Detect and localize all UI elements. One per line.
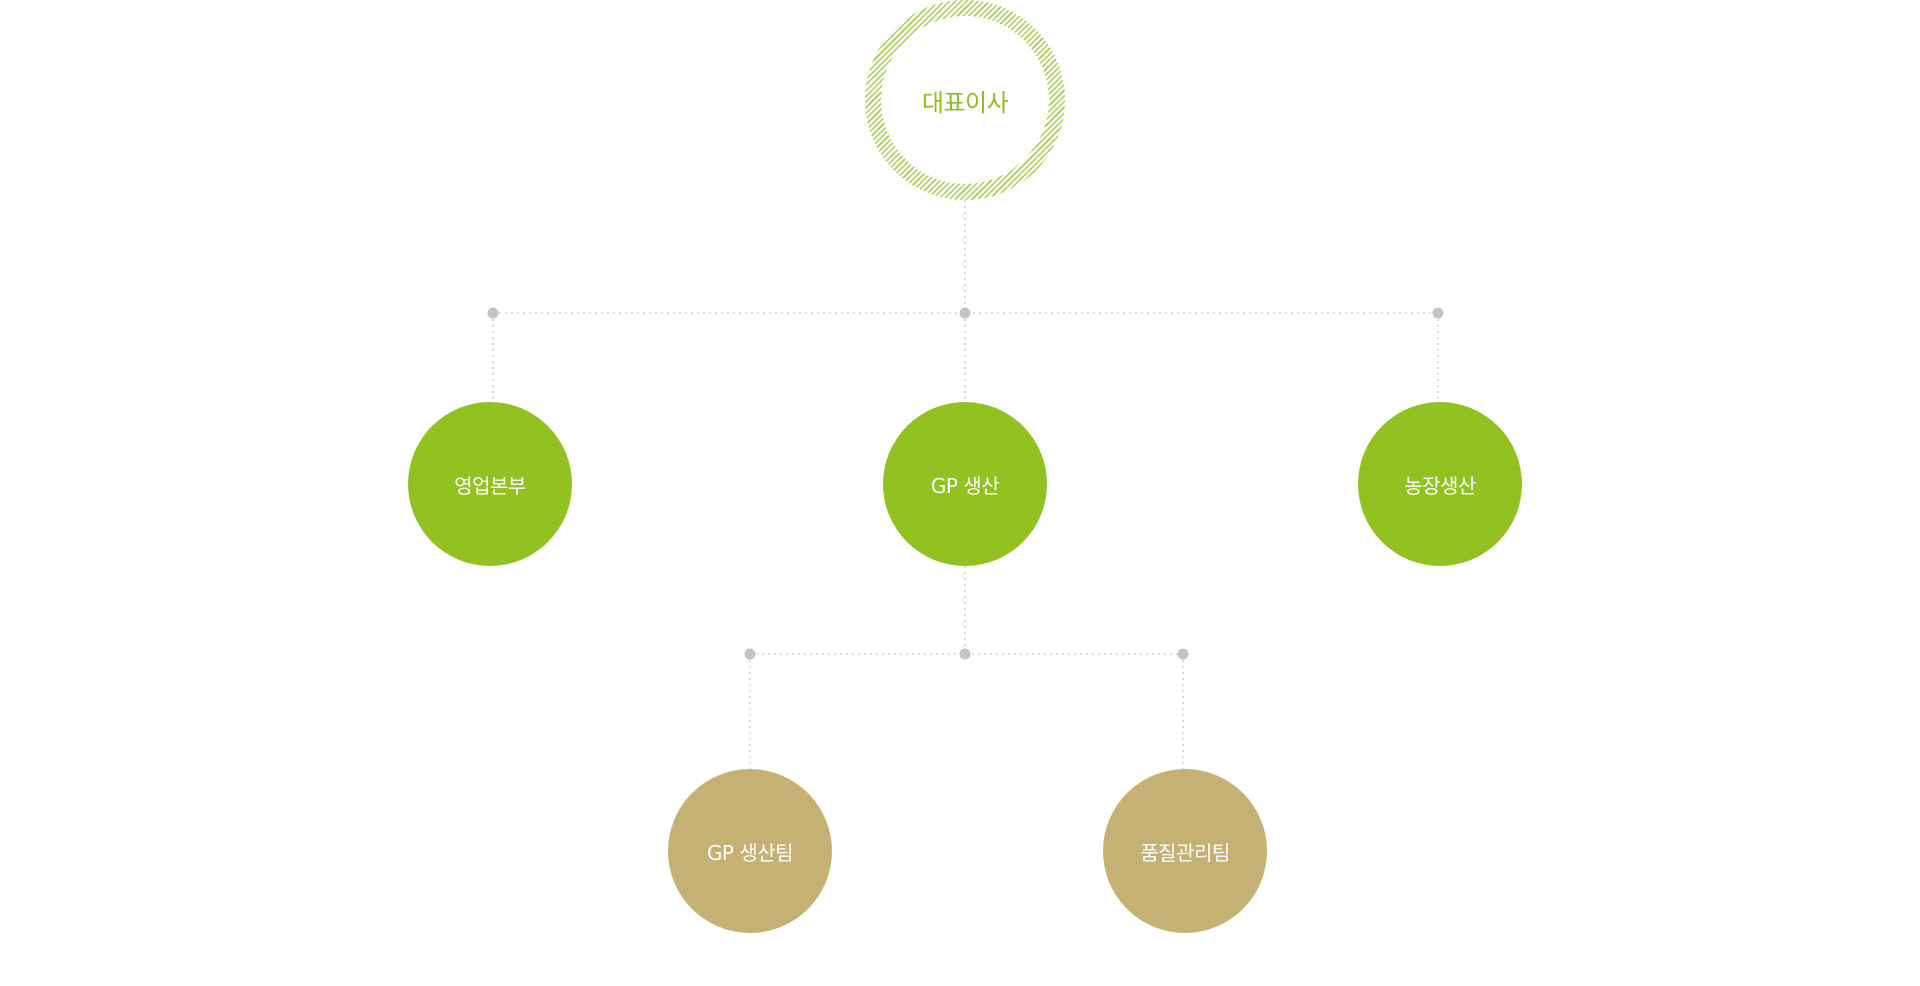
team-label: 품질관리팀	[1140, 840, 1230, 865]
team-node-gp-production: GP 생산팀	[668, 769, 832, 933]
division-label: 영업본부	[454, 473, 526, 498]
division-label: GP 생산	[930, 473, 1000, 498]
junction-dot	[1177, 648, 1189, 660]
junction-dot	[1432, 307, 1444, 319]
team-node-quality-control: 품질관리팀	[1103, 769, 1267, 933]
division-node-sales: 영업본부	[408, 402, 572, 566]
junction-dot	[959, 307, 971, 319]
division-node-farm-production: 농장생산	[1358, 402, 1522, 566]
junction-dot	[487, 307, 499, 319]
ceo-label: 대표이사	[881, 16, 1049, 184]
division-label: 농장생산	[1404, 473, 1476, 498]
team-label: GP 생산팀	[706, 840, 794, 865]
junction-dot	[744, 648, 756, 660]
junction-dot	[959, 648, 971, 660]
ceo-node: 대표이사	[865, 0, 1065, 200]
division-node-gp-production: GP 생산	[883, 402, 1047, 566]
